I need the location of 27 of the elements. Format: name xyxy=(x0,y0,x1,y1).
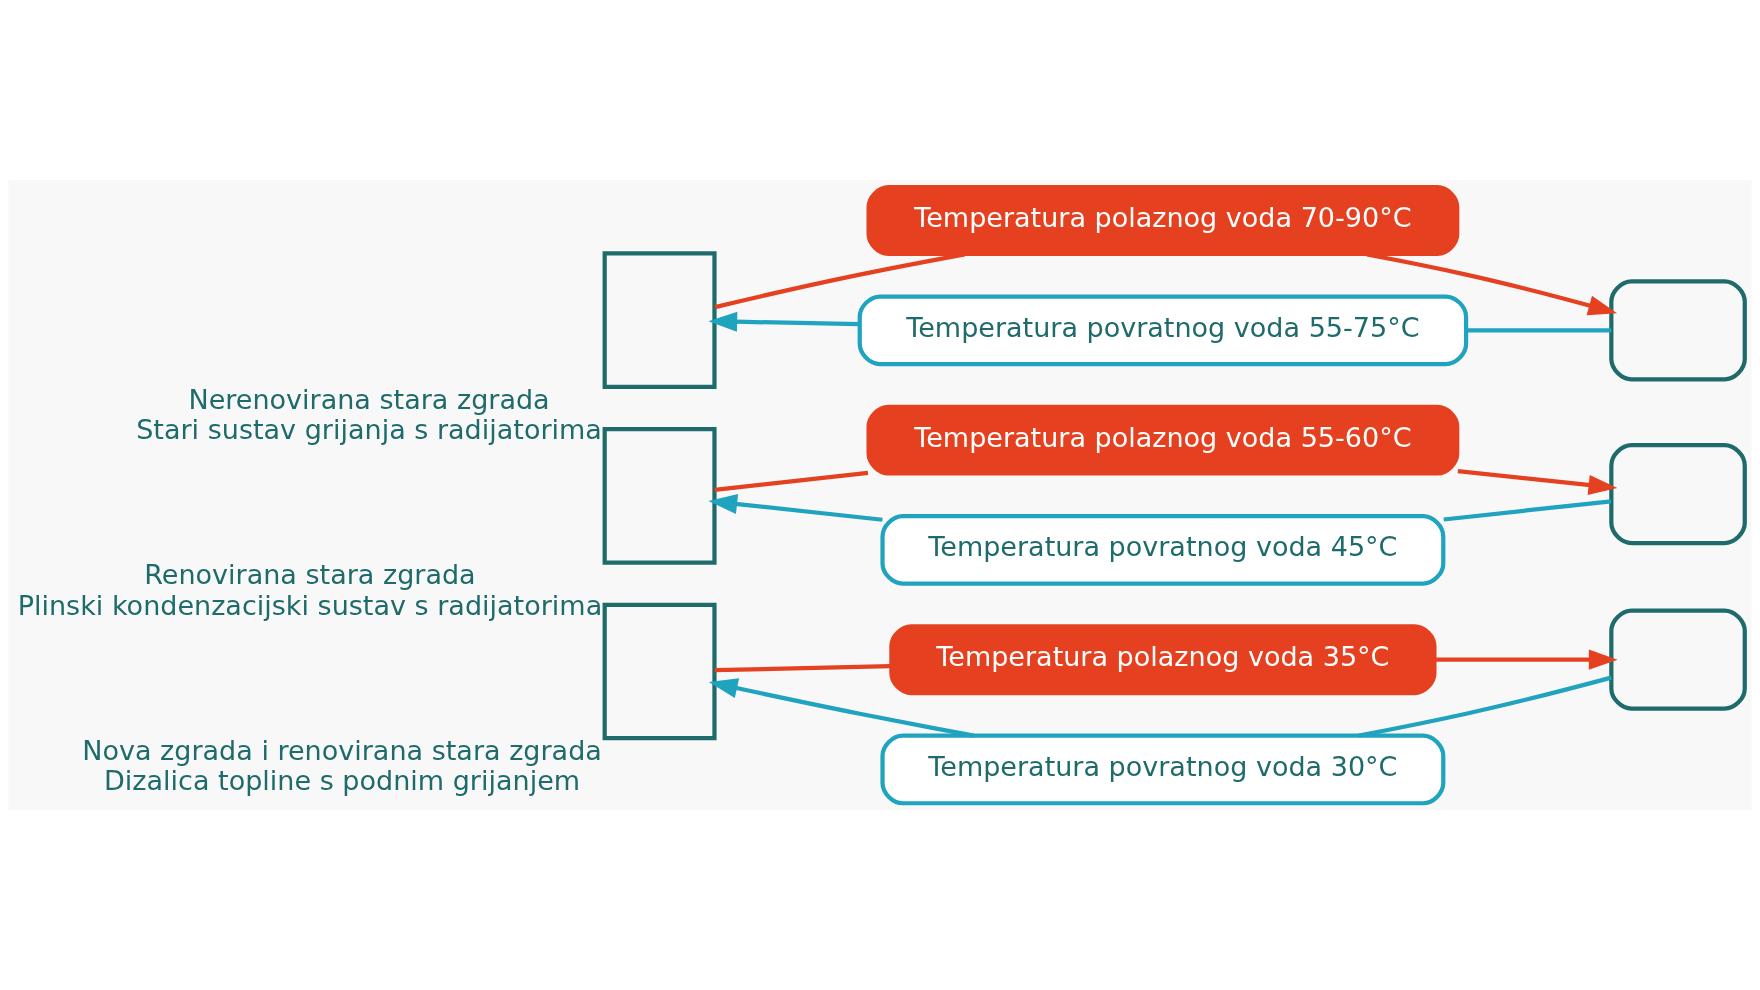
connector xyxy=(1358,675,1612,738)
connector xyxy=(714,663,891,673)
node-box: Temperatura polaznog voda 35°C xyxy=(889,624,1437,696)
arrow xyxy=(708,678,975,738)
node-label: Dizalica topline s podnim grijanjem xyxy=(104,765,581,797)
node-box xyxy=(602,427,717,565)
node-box xyxy=(602,251,717,389)
node-label: Plinski kondenzacijski sustav s radijatorima xyxy=(17,589,603,621)
node-box: Temperatura polaznog voda 55-60°C xyxy=(866,404,1460,476)
connector xyxy=(1466,328,1612,333)
node-box: Temperatura polaznog voda 70-90°C xyxy=(866,185,1460,256)
node-label: Renovirana stara zgrada xyxy=(144,559,476,591)
connector xyxy=(1443,499,1612,522)
node-box: Temperatura povratnog voda 30°C xyxy=(880,733,1446,806)
arrow xyxy=(1435,649,1618,670)
node-box xyxy=(1609,443,1747,546)
arrow xyxy=(708,311,860,332)
node-box xyxy=(602,602,717,741)
node-box: Temperatura povratnog voda 45°C xyxy=(880,514,1446,586)
node-label: Nova zgrada i renovirana stara zgrada xyxy=(82,734,602,766)
node-label: Nerenovirana stara zgrada xyxy=(188,383,550,415)
node-box xyxy=(1609,608,1747,711)
connector xyxy=(714,470,869,492)
node-box: Temperatura povratnog voda 55-75°C xyxy=(857,294,1469,367)
arrow xyxy=(708,494,883,522)
node-box xyxy=(1609,279,1747,382)
arrow xyxy=(1457,469,1618,495)
